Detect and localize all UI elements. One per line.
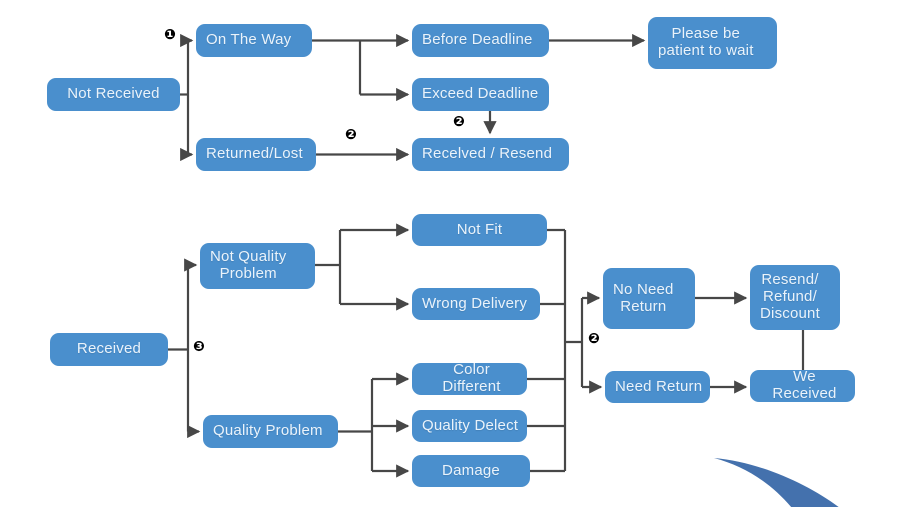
- node-before-deadline[interactable]: Before Deadline: [412, 24, 549, 57]
- node-not-received[interactable]: Not Received: [47, 78, 180, 111]
- node-received-resend[interactable]: Recelved / Resend: [412, 138, 569, 171]
- node-quality-problem[interactable]: Quality Problem: [203, 415, 338, 448]
- node-please-be-patient[interactable]: Please be patient to wait: [648, 17, 777, 69]
- node-quality-delect[interactable]: Quality Delect: [412, 410, 527, 442]
- node-not-fit[interactable]: Not Fit: [412, 214, 547, 246]
- node-need-return[interactable]: Need Return: [605, 371, 710, 403]
- marker-2-exceed-deadline: ❷: [453, 114, 465, 130]
- decorative-swoosh-icon: [714, 458, 839, 507]
- node-wrong-delivery[interactable]: Wrong Delivery: [412, 288, 540, 320]
- node-returned-lost[interactable]: Returned/Lost: [196, 138, 316, 171]
- node-damage[interactable]: Damage: [412, 455, 530, 487]
- node-not-quality[interactable]: Not Quality Problem: [200, 243, 315, 289]
- marker-2-returned-lost: ❷: [345, 127, 357, 143]
- marker-1-not-received-branch: ❶: [164, 27, 176, 43]
- node-received[interactable]: Received: [50, 333, 168, 366]
- node-exceed-deadline[interactable]: Exceed Deadline: [412, 78, 549, 111]
- marker-3-received-branch: ❸: [193, 339, 205, 355]
- node-color-different[interactable]: Color Different: [412, 361, 527, 395]
- node-no-need-return[interactable]: No Need Return: [603, 268, 695, 329]
- node-we-received[interactable]: We Received: [750, 368, 855, 402]
- node-resend-refund[interactable]: Resend/ Refund/ Discount: [750, 265, 840, 330]
- node-on-the-way[interactable]: On The Way: [196, 24, 312, 57]
- marker-2-return-decision: ❷: [588, 331, 600, 347]
